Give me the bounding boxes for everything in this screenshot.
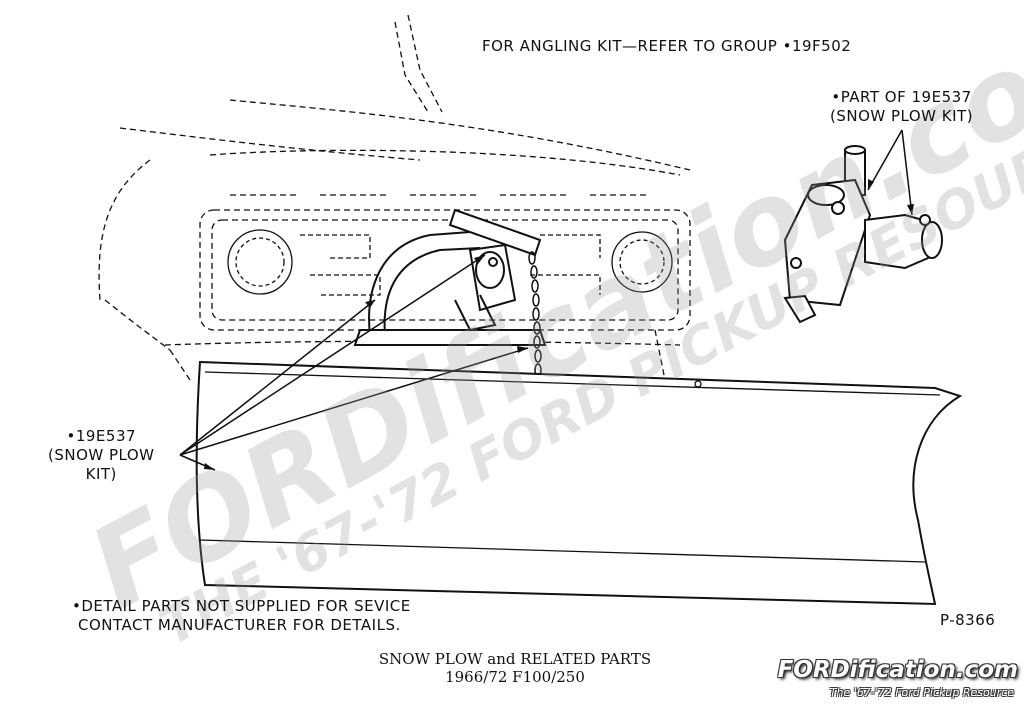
brand-tagline: The '67-'72 Ford Pickup Resource	[829, 686, 1014, 699]
plow-blade	[195, 360, 963, 606]
callout-left: •19E537 (SNOW PLOW KIT)	[48, 427, 155, 484]
hydraulic-pump-detail	[783, 145, 943, 324]
footnote: •DETAIL PARTS NOT SUPPLIED FOR SEVICE CO…	[72, 597, 411, 635]
callout-right: •PART OF 19E537 (SNOW PLOW KIT)	[830, 88, 973, 126]
callout-right-line1: •PART OF 19E537	[831, 88, 972, 106]
callout-left-line3: KIT)	[85, 465, 117, 483]
caption-line1: SNOW PLOW and RELATED PARTS	[378, 650, 652, 668]
callout-left-line2: (SNOW PLOW	[48, 446, 155, 464]
mount-crossbar	[353, 329, 547, 346]
right-headlight	[611, 231, 673, 293]
callout-right-line2: (SNOW PLOW KIT)	[830, 107, 974, 125]
left-headlight	[227, 229, 293, 295]
footnote-line1: •DETAIL PARTS NOT SUPPLIED FOR SEVICE	[72, 597, 411, 615]
header-note: FOR ANGLING KIT—REFER TO GROUP •19F502	[482, 37, 852, 55]
figure-number: P-8366	[940, 611, 996, 629]
hood-outline	[229, 99, 691, 171]
lift-chain	[528, 251, 542, 377]
callout-left-line1: •19E537	[66, 427, 137, 445]
footnote-line2: CONTACT MANUFACTURER FOR DETAILS.	[78, 616, 401, 634]
grille-frame	[199, 209, 691, 331]
figure-caption: SNOW PLOW and RELATED PARTS 1966/72 F100…	[340, 650, 690, 686]
leader-arrows	[179, 129, 913, 471]
brand-logo: FORDification.com	[777, 657, 1018, 683]
windshield-outline	[407, 14, 443, 113]
fender-outline	[98, 159, 151, 301]
caption-line2: 1966/72 F100/250	[445, 668, 585, 686]
lift-frame-arm	[368, 231, 471, 336]
